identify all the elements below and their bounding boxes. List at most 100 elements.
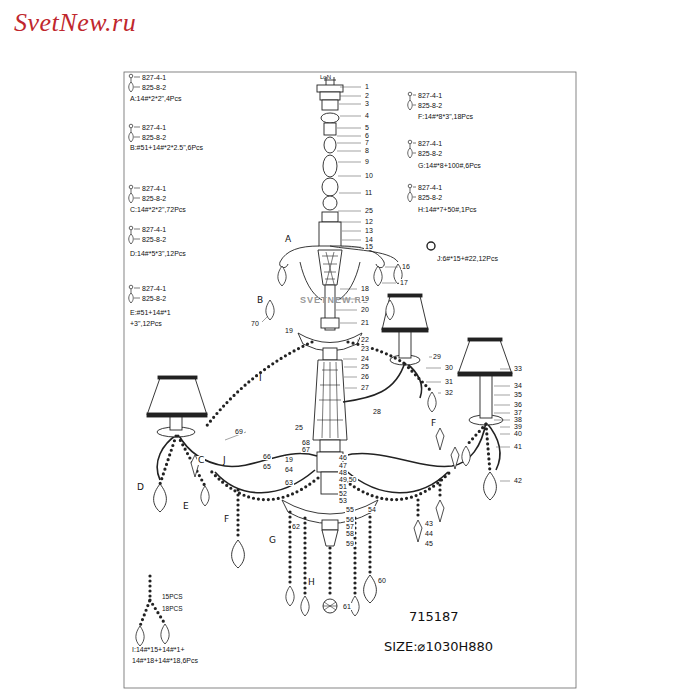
callout-number: 26 <box>360 373 370 380</box>
callout-number: 54 <box>367 506 377 513</box>
part-code: 827-4-1 <box>418 184 442 191</box>
callout-number: 19 <box>360 295 370 302</box>
callout-number: 14 <box>364 236 374 243</box>
callout-number: 20 <box>360 306 370 313</box>
site-logo: SvetNew.ru <box>14 10 136 36</box>
callout-number: 42 <box>513 477 523 484</box>
bead-chains <box>140 342 490 626</box>
callout-number: 34 <box>513 382 523 389</box>
crystal-spec: D:14#*5*3",12Pcs <box>130 250 186 257</box>
callout-number: 66 <box>262 453 272 460</box>
callout-number: 62 <box>291 523 301 530</box>
callout-number: 9 <box>364 158 370 165</box>
chandelier-stem <box>280 77 398 546</box>
crystal-spec: J:6#*15+#22,12Pcs <box>437 255 498 262</box>
callout-number: 70 <box>250 320 260 327</box>
part-letter: D <box>136 483 145 492</box>
part-code: 825-8-2 <box>142 236 166 243</box>
callout-number: 6 <box>364 132 370 139</box>
callout-number: 58 <box>345 530 355 537</box>
callout-number: 60 <box>377 577 387 584</box>
callout-number: 19 <box>284 456 294 463</box>
callout-number: 67 <box>301 446 311 453</box>
callout-number: 57 <box>345 523 355 530</box>
callout-number: 59 <box>345 540 355 547</box>
callout-number: 23 <box>360 345 370 352</box>
callout-number: 22 <box>360 336 370 343</box>
callout-number: 32 <box>444 389 454 396</box>
part-letter: H <box>307 578 316 587</box>
frame <box>124 72 576 688</box>
part-code: 825-8-2 <box>142 195 166 202</box>
callout-number: 24 <box>360 355 370 362</box>
part-letter: F <box>223 515 230 524</box>
crystal-spec: B:#51+14#*2*2.5",6Pcs <box>130 144 203 151</box>
crystal-spec: E:#51+14#*1 +3",12Pcs <box>130 308 202 329</box>
part-code: 825-8-2 <box>418 102 442 109</box>
crystal-spec: G:14#*8+100#,6Pcs <box>418 162 481 169</box>
crystal-spec: F:14#*8*3",18Pcs <box>418 113 473 120</box>
callout-number: 25 <box>364 207 374 214</box>
callout-number: 56 <box>345 516 355 523</box>
crystal-pendants <box>136 264 497 646</box>
part-code: 827-4-1 <box>142 226 166 233</box>
callout-number: 39 <box>513 423 523 430</box>
callout-number: 29 <box>432 353 442 360</box>
callout-number: 49,50 <box>338 476 358 483</box>
callout-number: 17 <box>399 279 409 286</box>
part-letter: E <box>182 502 190 511</box>
callout-number: 1 <box>364 83 370 90</box>
callout-number: 16 <box>401 263 411 270</box>
part-code: 827-4-1 <box>142 285 166 292</box>
callout-number: 3 <box>364 100 370 107</box>
part-code: 825-8-2 <box>418 150 442 157</box>
callout-number: 15 <box>364 243 374 250</box>
callout-number: 44 <box>424 530 434 537</box>
part-code: 827-4-1 <box>142 74 166 81</box>
callout-number: 48 <box>338 469 348 476</box>
callout-number: 61 <box>342 603 352 610</box>
dimension: SIZE:⌀1030H880 <box>384 640 493 653</box>
chain-count: 18PCS <box>162 606 183 613</box>
candle-shades <box>147 294 512 437</box>
part-code: 825-8-2 <box>142 295 166 302</box>
chain-spec: I:14#*15+14#*1+ 14#*18+14#*18,6Pcs <box>132 645 232 666</box>
callout-number: 28 <box>372 408 382 415</box>
callout-number: 8 <box>364 147 370 154</box>
part-letter: I <box>258 374 263 383</box>
part-code: 825-8-2 <box>418 194 442 201</box>
callout-number: 64 <box>284 466 294 473</box>
callout-number: 21 <box>360 319 370 326</box>
part-letter: J <box>222 456 227 465</box>
callout-number: 41 <box>513 443 523 450</box>
part-code: 827-4-1 <box>418 92 442 99</box>
callout-number: 25 <box>360 363 370 370</box>
callout-number: 5 <box>364 124 370 131</box>
callout-number: 68 <box>301 439 311 446</box>
callout-number: 65 <box>262 463 272 470</box>
crystal-spec: A:14#*2*2",4Pcs <box>130 95 182 102</box>
legend-icons <box>129 74 435 303</box>
callout-number: 25 <box>294 424 304 431</box>
callout-number: 51 <box>338 483 348 490</box>
callout-number: 19 <box>284 327 294 334</box>
callout-number: 46 <box>338 454 348 461</box>
callout-number: 55 <box>345 506 355 513</box>
chain-count: 15PCS <box>162 594 183 601</box>
part-letter: C <box>197 456 205 465</box>
part-code: 827-4-1 <box>142 124 166 131</box>
callout-number: 7 <box>364 139 370 146</box>
callout-number: 52 <box>338 490 348 497</box>
part-letter: F <box>430 419 437 428</box>
callout-number: 27 <box>360 384 370 391</box>
callout-number: 38 <box>513 416 523 423</box>
callout-number: 2 <box>364 92 370 99</box>
callout-number: 40 <box>513 430 523 437</box>
crystal-spec: C:14#*2*2",72Pcs <box>130 206 186 213</box>
callout-number: 13 <box>364 227 374 234</box>
callout-number: 43 <box>424 520 434 527</box>
callout-number: 45 <box>424 540 434 547</box>
leader-lines <box>225 87 510 481</box>
